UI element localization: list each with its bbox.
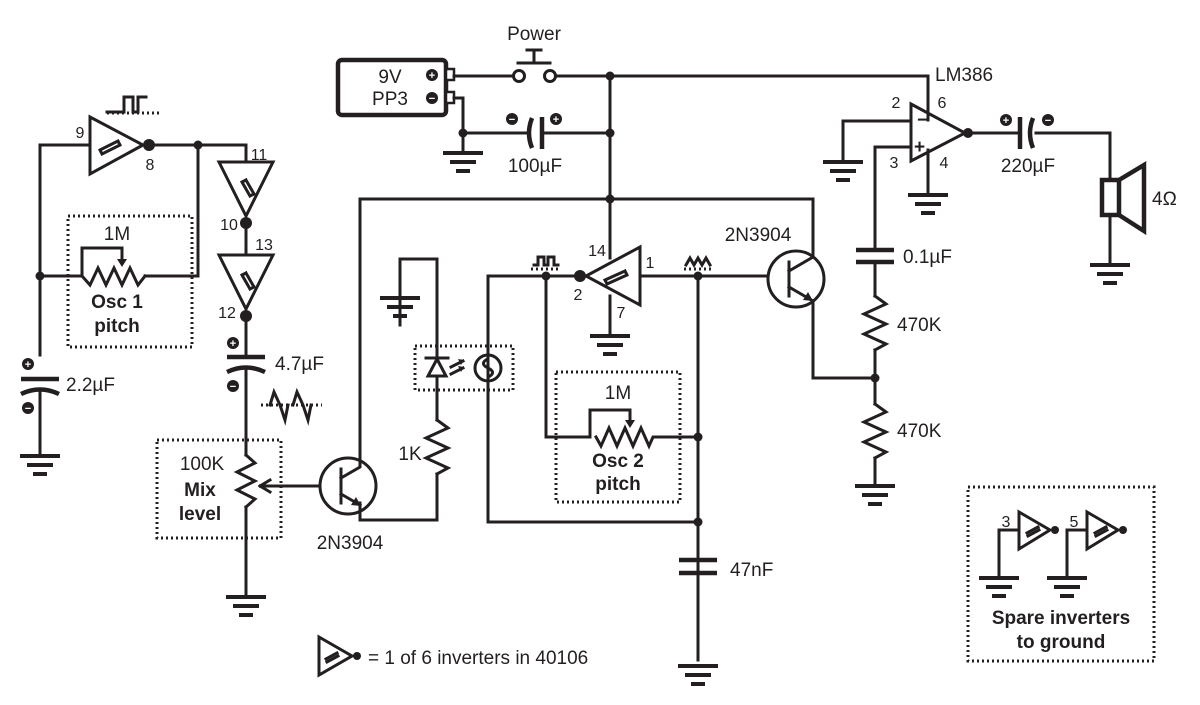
- inverter-osc2: 14 2 1 7: [574, 243, 655, 322]
- ground-icon: [821, 160, 865, 182]
- osc1-pot-value: 1M: [104, 224, 130, 245]
- potentiometer-osc1-pitch[interactable]: 1M Osc 1 pitch: [38, 214, 194, 349]
- inverter-symbol-icon: [317, 634, 356, 678]
- lm386-pin-3: 3: [890, 155, 899, 172]
- buffer-pin-11: 11: [251, 147, 268, 164]
- svg-text:+: +: [230, 338, 236, 350]
- osc2-pin-14: 14: [588, 243, 606, 260]
- square-wave-icon: [105, 95, 160, 115]
- resistor-1k-value: 1K: [398, 444, 422, 465]
- battery-minus: −: [429, 93, 435, 105]
- resistor-470k-bottom-value: 470K: [897, 421, 942, 442]
- buffer-pin-12: 12: [218, 305, 236, 322]
- lm386-pin-2: 2: [892, 95, 901, 112]
- legend: = 1 of 6 inverters in 40106: [317, 634, 588, 678]
- buffer-pin-10: 10: [220, 217, 238, 234]
- svg-text:+: +: [553, 114, 559, 126]
- osc2-pot-label-2: pitch: [595, 474, 640, 495]
- mix-pot-label-1: Mix: [184, 480, 216, 501]
- osc1-pin-9: 9: [76, 125, 85, 142]
- ground-icon: [1045, 576, 1089, 598]
- potentiometer-mix-level[interactable]: 100K Mix level: [155, 438, 283, 540]
- power-switch-label: Power: [507, 24, 562, 45]
- osc1-pot-label-2: pitch: [94, 316, 139, 337]
- ground-icon: [224, 595, 268, 617]
- lm386-label: LM386: [935, 65, 993, 86]
- transistor-left-label: 2N3904: [317, 533, 384, 554]
- resistor-470k-bottom: 470K: [860, 401, 942, 461]
- spare-label-1: Spare inverters: [992, 608, 1130, 629]
- osc2-pin-2: 2: [574, 287, 583, 304]
- ground-icon: [18, 454, 62, 476]
- svg-text:−: −: [509, 114, 515, 126]
- ground-icon: [676, 664, 720, 686]
- battery: + − 9V PP3: [335, 57, 456, 118]
- capacitor-100uF: − + 100µF: [461, 113, 612, 177]
- osc2-pin-7: 7: [617, 305, 626, 322]
- svg-text:−: −: [1045, 115, 1051, 127]
- ground-icon: [441, 151, 485, 173]
- svg-text:+: +: [914, 137, 925, 158]
- inverter-buffer-2: 13 12: [216, 237, 276, 322]
- square-wave-icon: [531, 255, 561, 271]
- speaker-impedance: 4Ω: [1152, 189, 1177, 210]
- lm386-pin-4: 4: [940, 155, 949, 172]
- lm386-amplifier: LM386 − + 2 6 3 4: [890, 65, 994, 172]
- resistor-470k-top: 470K: [860, 293, 942, 353]
- ground-icon: [1088, 263, 1132, 285]
- spare-pin-5: 5: [1070, 514, 1079, 531]
- capacitor-47nF: 47nF: [679, 557, 773, 581]
- power-switch[interactable]: Power: [507, 24, 562, 83]
- spare-label-2: to ground: [1017, 632, 1106, 653]
- mix-pot-value: 100K: [180, 454, 225, 475]
- battery-voltage: 9V: [378, 67, 402, 88]
- resistor-1k: 1K: [398, 417, 452, 477]
- ground-icon: [853, 484, 897, 506]
- transistor-right: 2N3904: [725, 197, 877, 380]
- ground-icon: [906, 193, 950, 215]
- buffer-pin-13: 13: [255, 237, 273, 254]
- capacitor-100uF-value: 100µF: [508, 156, 562, 177]
- svg-text:−: −: [25, 403, 31, 415]
- potentiometer-osc2-pitch[interactable]: 1M Osc 2 pitch: [554, 370, 700, 504]
- battery-type: PP3: [372, 89, 408, 110]
- optocoupler: [413, 344, 515, 392]
- svg-text:+: +: [1003, 115, 1009, 127]
- ground-icon: [588, 334, 632, 356]
- ground-icon: [977, 576, 1021, 598]
- lm386-pin-6: 6: [938, 95, 947, 112]
- speaker-icon: 4Ω: [1099, 161, 1177, 236]
- svg-text:−: −: [230, 381, 236, 393]
- triangle-wave-icon: [683, 254, 713, 271]
- osc2-pin-1: 1: [646, 255, 655, 272]
- osc1-pin-8: 8: [146, 157, 155, 174]
- capacitor-47nF-value: 47nF: [730, 560, 773, 581]
- capacitor-0.1uF: 0.1µF: [856, 247, 952, 268]
- capacitor-220uF: + − 220µF: [966, 114, 1112, 182]
- svg-text:+: +: [25, 359, 31, 371]
- spike-wave-icon: [261, 387, 322, 426]
- capacitor-2.2uF-value: 2.2µF: [66, 375, 115, 396]
- spare-pin-3: 3: [1002, 514, 1011, 531]
- osc2-pot-label-1: Osc 2: [592, 451, 644, 472]
- capacitor-0.1uF-value: 0.1µF: [903, 247, 952, 268]
- capacitor-4.7uF-value: 4.7µF: [275, 354, 324, 375]
- capacitor-2.2uF: + − 2.2µF: [20, 358, 115, 415]
- capacitor-4.7uF: + − 4.7µF: [226, 337, 324, 393]
- mix-pot-label-2: level: [179, 504, 221, 525]
- legend-text: = 1 of 6 inverters in 40106: [368, 648, 588, 669]
- inverter-buffer-1: 11 10: [216, 147, 276, 234]
- svg-text:−: −: [917, 110, 928, 131]
- transistor-left: 2N3904: [317, 197, 384, 554]
- resistor-470k-top-value: 470K: [897, 315, 942, 336]
- osc2-pot-value: 1M: [605, 383, 631, 404]
- capacitor-220uF-value: 220µF: [1001, 156, 1055, 177]
- battery-plus: +: [429, 70, 435, 82]
- osc1-pot-label-1: Osc 1: [91, 292, 143, 313]
- spare-inverters-box: 3 5 Spare inverters to ground: [966, 485, 1156, 663]
- transistor-right-label: 2N3904: [725, 225, 792, 246]
